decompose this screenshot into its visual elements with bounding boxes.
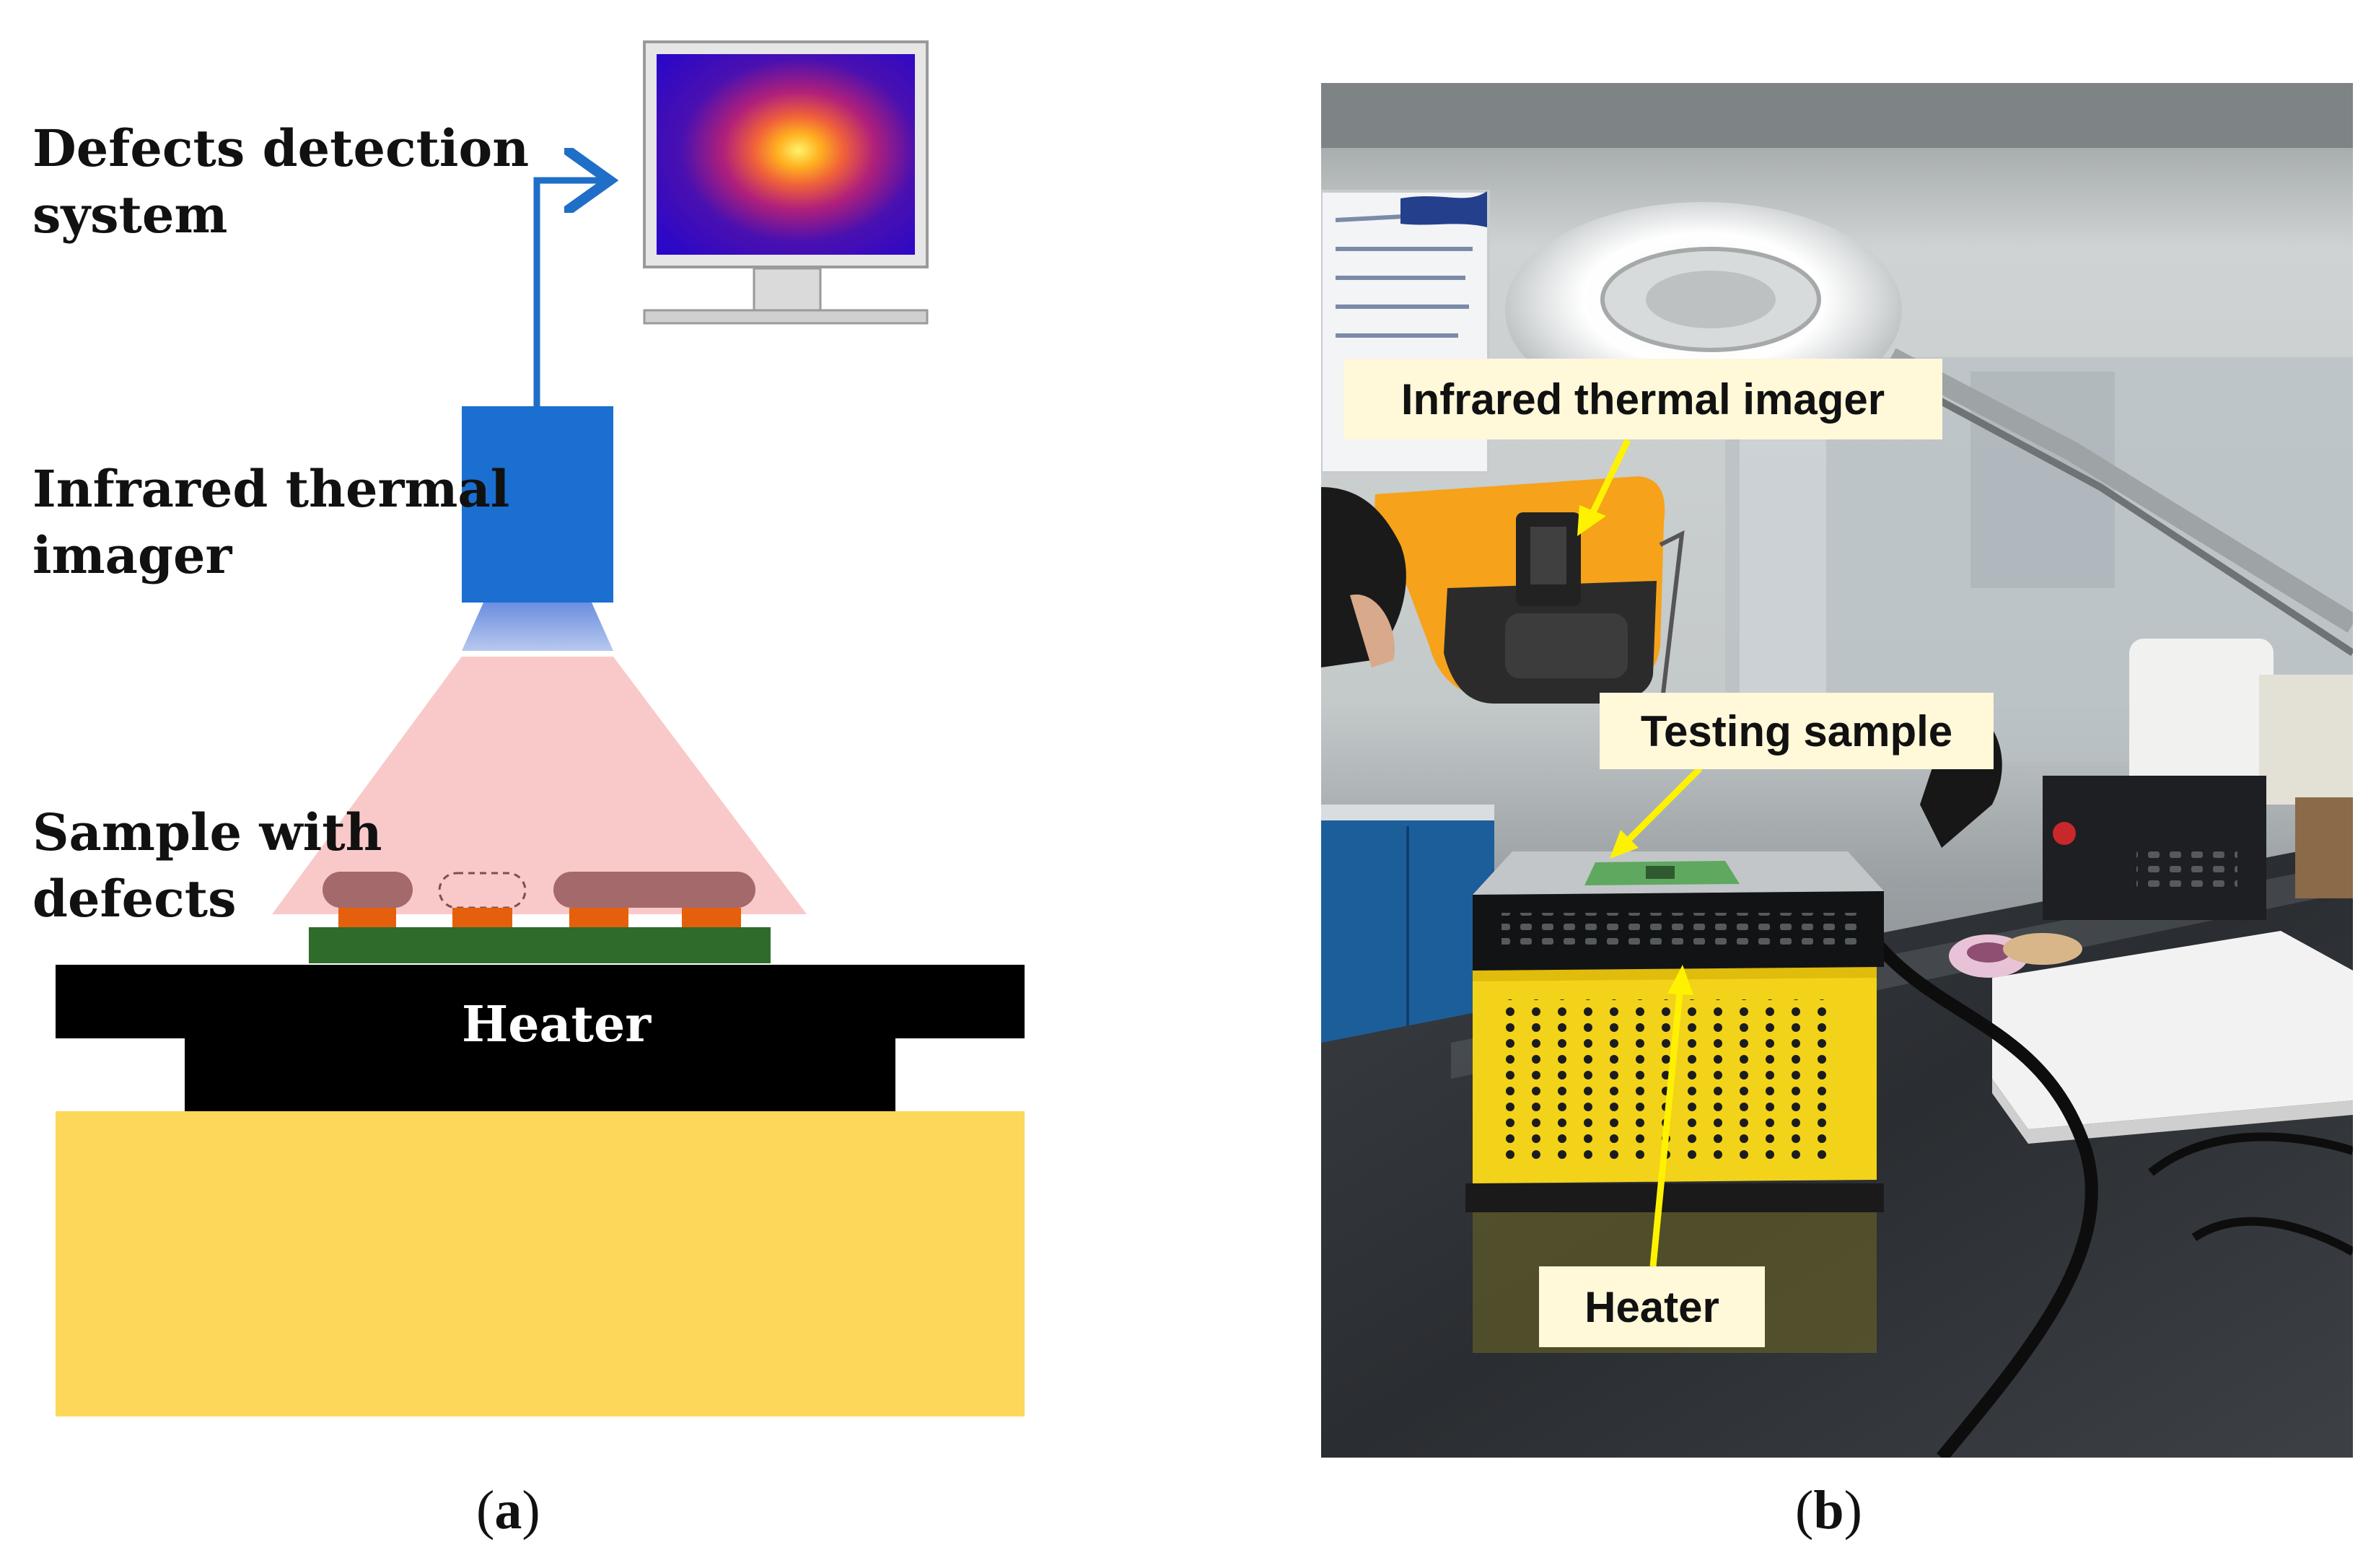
thermal-imager-device bbox=[1321, 476, 1685, 719]
caption-b: (b) bbox=[1795, 1480, 1862, 1541]
pad bbox=[338, 908, 396, 927]
camera-lens bbox=[462, 603, 613, 651]
hot-plate bbox=[1473, 851, 1884, 971]
ir-field-of-view bbox=[272, 657, 807, 914]
infrared-imager-label: Infrared thermal imager bbox=[32, 459, 510, 585]
caption-a: (a) bbox=[476, 1480, 540, 1541]
monitor-icon bbox=[643, 40, 929, 325]
heater-plate bbox=[56, 965, 1025, 1038]
pad bbox=[569, 908, 628, 927]
heater-body bbox=[185, 1037, 895, 1111]
callout-infrared-imager: Infrared thermal imager bbox=[1343, 359, 1942, 439]
schematic-diagram bbox=[56, 40, 1025, 1416]
sample-defects-label: Sample with defects bbox=[32, 802, 382, 929]
callout-heater: Heater bbox=[1539, 1266, 1765, 1347]
callout-testing-sample: Testing sample bbox=[1600, 693, 1994, 769]
defects-detection-label: Defects detection system bbox=[32, 118, 530, 245]
pad bbox=[452, 908, 512, 927]
pointer-arrows bbox=[1577, 439, 1703, 1267]
solder-ball bbox=[553, 872, 755, 908]
infrared-camera bbox=[462, 406, 613, 603]
thermal-image bbox=[657, 54, 915, 255]
circuit-board bbox=[309, 927, 771, 963]
pad bbox=[682, 908, 741, 927]
heater-label: Heater bbox=[462, 996, 652, 1054]
yellow-base bbox=[56, 1111, 1025, 1416]
lab-photo bbox=[1321, 83, 2353, 1458]
data-arrow bbox=[533, 180, 603, 408]
solder-ball bbox=[323, 872, 413, 908]
